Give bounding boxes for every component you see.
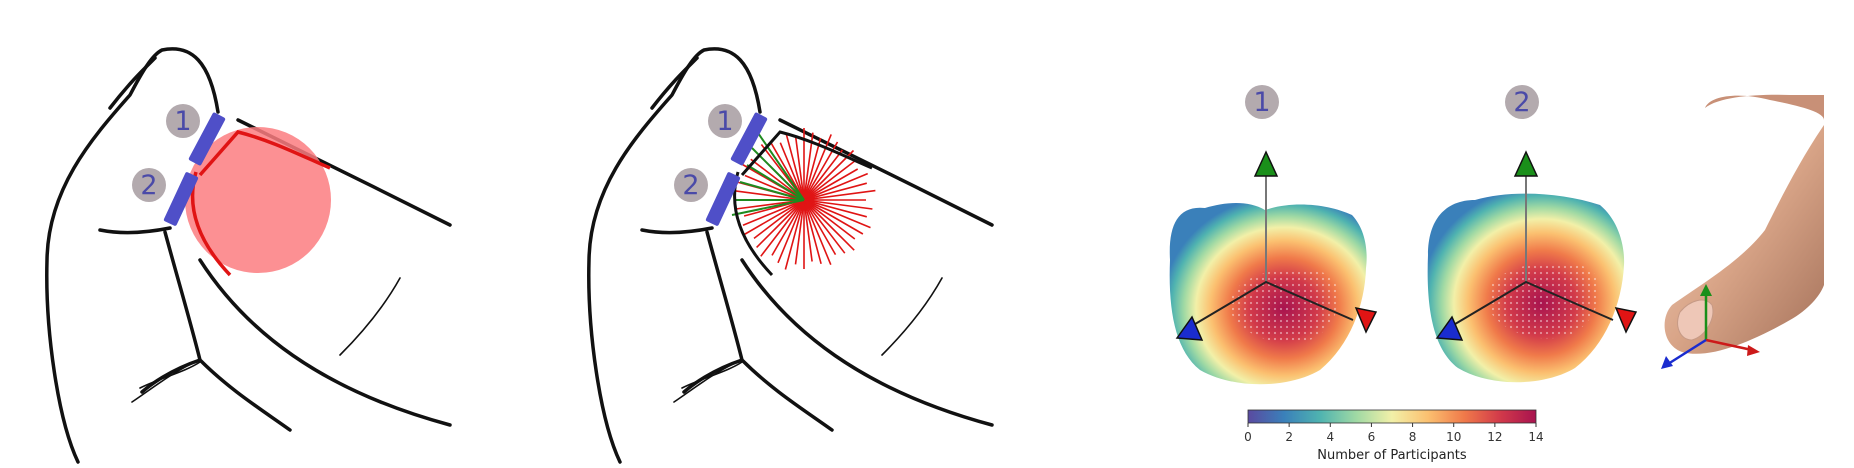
force-ray-red	[760, 199, 805, 257]
heatmap-2-dots	[1488, 262, 1599, 339]
force-ray-red	[744, 174, 805, 201]
colorbar-tick-label: 2	[1285, 430, 1293, 444]
sensor-2-b	[705, 172, 741, 226]
force-ray-green	[746, 164, 805, 201]
force-ray-red	[803, 168, 859, 201]
marker-2c-label: 2	[1513, 87, 1530, 118]
force-rays	[731, 128, 876, 277]
force-ray-red	[803, 149, 844, 201]
force-ray-red	[803, 134, 832, 201]
force-ray-red	[803, 199, 846, 254]
marker-2b-circle	[674, 168, 708, 202]
marker-2b-label: 2	[682, 170, 699, 201]
marker-2-circle	[132, 168, 166, 202]
force-ray-red	[803, 199, 873, 210]
heatmap-1: 1	[1169, 85, 1378, 385]
force-ray-red	[803, 149, 855, 201]
index-finger-shape	[1705, 94, 1824, 120]
force-ray-red	[779, 142, 805, 201]
photo-axis-red-head	[1747, 345, 1760, 356]
force-ray-red	[803, 199, 864, 235]
marker-2-label: 2	[140, 170, 157, 201]
marker-1-circle	[166, 104, 200, 138]
force-ray-red	[803, 199, 832, 266]
force-ray-red	[803, 199, 822, 265]
thumb-shape	[1664, 125, 1824, 354]
hand-outline-b	[587, 47, 994, 464]
force-ray-red	[777, 199, 805, 264]
contact-area-circle	[185, 127, 331, 273]
marker-1-label: 1	[174, 106, 191, 137]
force-ray-red	[785, 133, 805, 201]
marker-1b-label: 1	[716, 106, 733, 137]
marker-1c-label: 1	[1253, 87, 1270, 118]
force-ray-red	[803, 199, 856, 240]
heatmap-2-green-triangle	[1513, 150, 1539, 177]
force-ray-red	[803, 182, 868, 201]
heatmap-2-axes	[1444, 280, 1614, 331]
force-ray-red	[750, 158, 805, 201]
force-ray-red	[771, 199, 805, 256]
force-ray-red	[803, 199, 855, 251]
colorbar-tick-label: 4	[1326, 430, 1334, 444]
force-ray-red	[756, 199, 805, 248]
force-ray-red	[784, 199, 805, 270]
sensor-1-b	[730, 112, 768, 166]
colorbar-tick-label: 10	[1446, 430, 1461, 444]
colorbar-title: Number of Participants	[1317, 448, 1467, 463]
thumb-photo	[1661, 94, 1824, 375]
sensor-2	[163, 172, 199, 226]
photo-axis-blue-head	[1661, 356, 1673, 369]
force-ray-green	[731, 199, 805, 216]
force-ray-green	[755, 129, 805, 201]
colorbar-tick-label: 8	[1409, 430, 1417, 444]
heatmap-1-blue-triangle	[1175, 315, 1204, 341]
force-ray-green	[739, 181, 805, 201]
force-ray-red	[803, 199, 868, 218]
force-ray-red	[742, 199, 805, 236]
heatmap-1-axes	[1184, 280, 1354, 331]
heatmap-2: 2	[1427, 85, 1638, 383]
thin-creases-b	[673, 277, 943, 403]
force-ray-red	[803, 159, 857, 201]
force-ray-red	[794, 199, 805, 265]
sensor-1	[188, 112, 226, 166]
force-ray-red	[803, 189, 876, 201]
force-ray-red	[742, 199, 805, 227]
marker-2c-circle	[1505, 85, 1539, 119]
heatmap-2-blue-triangle	[1435, 315, 1464, 341]
colorbar-ticks: 0 2 4 6 8 10 12 14	[1244, 423, 1544, 444]
colorbar-tick-label: 6	[1368, 430, 1376, 444]
colorbar-bar	[1247, 409, 1537, 424]
force-ray-red	[803, 172, 869, 201]
thin-creases	[131, 277, 401, 403]
panel-contact-area: 1 2	[45, 47, 452, 464]
marker-1c-circle	[1245, 85, 1279, 119]
colorbar: 0 2 4 6 8 10 12 14 Number of Participants	[1244, 409, 1544, 463]
force-ray-red	[803, 137, 822, 201]
photo-axis-green-head	[1700, 284, 1712, 296]
colorbar-tick-label: 0	[1244, 430, 1252, 444]
photo-axis-red	[1705, 338, 1753, 352]
force-ray-green	[751, 147, 805, 201]
force-ray-red	[803, 132, 814, 201]
force-ray-red	[803, 199, 837, 255]
marker-1b-circle	[708, 104, 742, 138]
force-ray-red	[803, 199, 871, 229]
thumbnail-shape	[1677, 299, 1714, 341]
colorbar-tick-label: 14	[1528, 430, 1543, 444]
force-ray-red	[794, 135, 805, 201]
force-ray-red	[732, 189, 805, 201]
heatmap-1-red-triangle	[1354, 306, 1378, 334]
photo-axis-blue	[1667, 338, 1707, 366]
heatmap-1-green-triangle	[1253, 150, 1279, 177]
force-ray-red	[753, 199, 805, 240]
force-ray-red	[803, 199, 813, 262]
heatmap-2-red-triangle	[1614, 306, 1638, 334]
colorbar-tick-label: 12	[1487, 430, 1502, 444]
panel-force-rays: 1 2	[587, 47, 994, 464]
